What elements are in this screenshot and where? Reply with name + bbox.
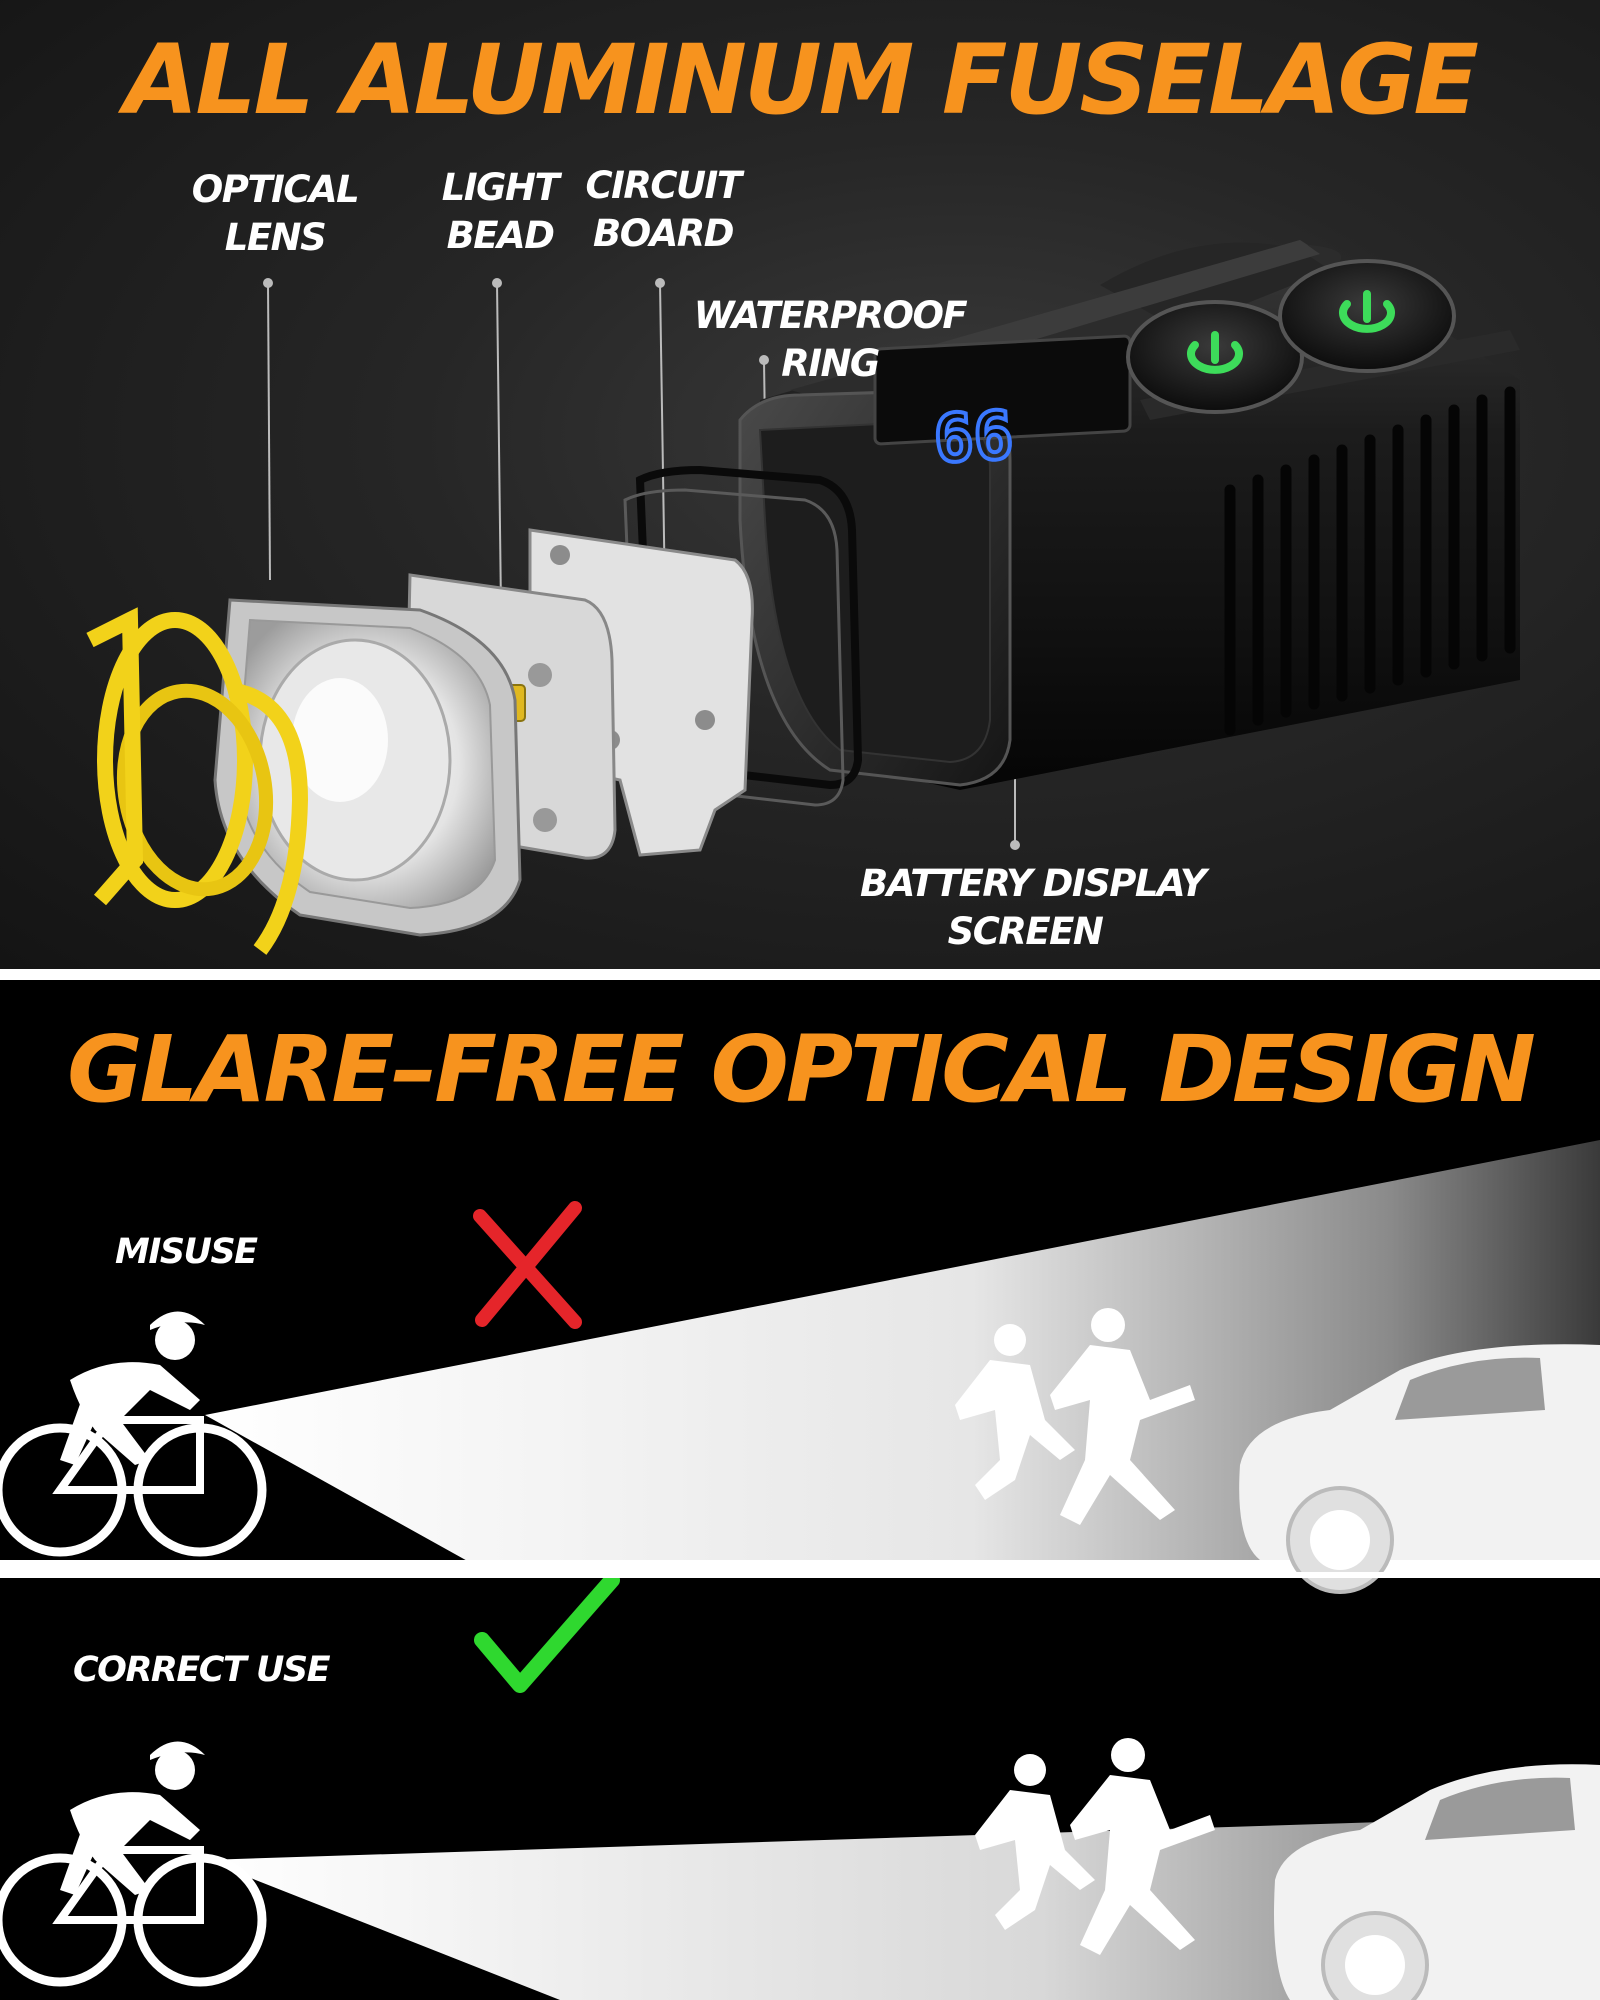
circuit-board-label-line2: BOARD — [593, 212, 735, 255]
light-bead-label-line1: LIGHT — [441, 166, 560, 209]
exploded-light-illustration: 66 — [86, 240, 1520, 955]
misuse-label: MISUSE — [115, 1232, 258, 1272]
circuit-board-label-line1: CIRCUIT — [585, 164, 742, 207]
misuse-runners-icon — [955, 1308, 1195, 1525]
light-housing: 66 — [738, 240, 1520, 790]
panel-divider — [0, 969, 1600, 980]
scene-divider — [0, 1572, 1600, 1578]
power-button-icon — [1278, 259, 1456, 373]
correct-light-beam — [205, 1815, 1600, 2000]
lens-mount-rings — [86, 607, 309, 955]
battery-display-label-line2: SCREEN — [947, 910, 1104, 953]
battery-display-label-line1: BATTERY DISPLAY — [860, 862, 1207, 905]
misuse-car-icon — [1239, 1344, 1600, 1594]
battery-display-label: BATTERY DISPLAY SCREEN — [860, 860, 1207, 956]
light-bead-label: LIGHT BEAD — [420, 164, 580, 260]
optical-lens-label-line1: OPTICAL — [191, 168, 360, 211]
cooling-fins — [1224, 386, 1516, 736]
circuit-board-label: CIRCUIT BOARD — [578, 162, 748, 258]
glare-comparison-panel: GLARE–FREE OPTICAL DESIGN — [0, 980, 1600, 2000]
leader-lines — [263, 278, 1020, 850]
check-icon — [474, 1572, 620, 1693]
correct-runners-icon — [975, 1738, 1215, 1955]
exploded-view-panel: ALL ALUMINUM FUSELAGE — [0, 0, 1600, 969]
correct-cyclist-icon — [0, 1741, 267, 1987]
correct-car-icon — [1274, 1764, 1600, 2000]
optical-lens-label: OPTICAL LENS — [175, 166, 375, 262]
cross-icon — [473, 1201, 582, 1329]
misuse-cyclist-icon — [0, 1311, 267, 1557]
waterproof-ring-label: WATERPROOF RING — [680, 292, 980, 388]
beam-comparison-illustration — [0, 1140, 1600, 2000]
power-button-icon — [1126, 300, 1304, 414]
glare-free-title: GLARE–FREE OPTICAL DESIGN — [67, 1016, 1536, 1123]
light-bead-label-line2: BEAD — [446, 214, 555, 257]
correct-use-label: CORRECT USE — [73, 1650, 331, 1690]
fuselage-title: ALL ALUMINUM FUSELAGE — [124, 24, 1479, 136]
waterproof-ring-label-line1: WATERPROOF — [693, 294, 968, 337]
optical-lens-label-line2: LENS — [224, 216, 327, 259]
battery-display-digits: 66 — [932, 397, 1015, 478]
waterproof-ring-label-line2: RING — [781, 342, 880, 385]
